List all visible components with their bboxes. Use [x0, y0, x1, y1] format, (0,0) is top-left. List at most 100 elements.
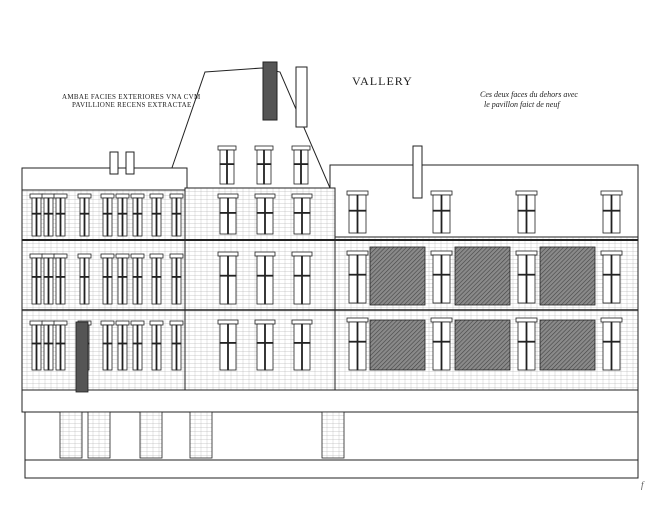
window-mullion: [301, 323, 303, 371]
window-transom: [219, 211, 237, 214]
window-transom: [517, 340, 536, 343]
window-transom: [31, 212, 42, 215]
french-caption-line: Ces deux faces du dehors avec: [480, 90, 578, 99]
latin-caption: Ambae facies exteriores vna cvm pavillio…: [62, 93, 201, 109]
latin-caption-line: Ambae facies exteriores vna cvm: [62, 93, 201, 101]
window-mullion: [83, 197, 86, 237]
window-pediment: [100, 253, 115, 259]
left-wing-roof: [21, 167, 188, 191]
window-mullion: [155, 197, 158, 237]
window-transom: [517, 209, 536, 212]
french-caption-line: le pavillon faict de neuf: [484, 100, 560, 109]
window-mullion: [610, 321, 613, 371]
window-pediment: [346, 190, 369, 196]
window-transom: [151, 212, 162, 215]
window-mullion: [35, 324, 38, 371]
window-pediment: [149, 320, 164, 326]
window-mullion: [356, 194, 359, 234]
stair-buttress: [139, 411, 163, 459]
window-transom: [43, 212, 54, 215]
window-pediment: [217, 145, 237, 151]
window-transom: [293, 163, 309, 166]
window-transom: [132, 342, 143, 345]
window-transom: [517, 273, 536, 276]
window-pediment: [291, 145, 311, 151]
window-mullion: [227, 323, 229, 371]
window-pediment: [254, 145, 274, 151]
window-transom: [55, 275, 66, 278]
window-transom: [256, 211, 274, 214]
window-pediment: [130, 253, 145, 259]
window-mullion: [440, 254, 443, 304]
window-mullion: [136, 257, 139, 305]
window-pediment: [346, 250, 369, 256]
window-transom: [171, 212, 182, 215]
window-transom: [31, 342, 42, 345]
window-mullion: [227, 255, 229, 305]
window-transom: [151, 275, 162, 278]
window-mullion: [59, 197, 62, 237]
window-pediment: [29, 193, 44, 199]
window-mullion: [226, 149, 228, 185]
window-mullion: [106, 324, 109, 371]
window-mullion: [47, 257, 50, 305]
window-transom: [432, 209, 451, 212]
window-mullion: [59, 324, 62, 371]
window-mullion: [356, 321, 359, 371]
window-mullion: [301, 197, 303, 235]
roofs: [21, 61, 639, 238]
latin-caption-line: pavillione recens extractae: [72, 101, 192, 109]
window-pediment: [291, 319, 313, 325]
window-pediment: [29, 253, 44, 259]
window-transom: [102, 212, 113, 215]
page-mark: f: [641, 480, 644, 490]
window-pediment: [149, 193, 164, 199]
window-pediment: [346, 317, 369, 323]
window-mullion: [264, 255, 266, 305]
window-transom: [171, 342, 182, 345]
hatched-panel: [454, 246, 511, 306]
window-pediment: [217, 193, 239, 199]
window-pediment: [515, 190, 538, 196]
window-pediment: [53, 320, 68, 326]
window-pediment: [41, 193, 56, 199]
window-mullion: [106, 197, 109, 237]
window-transom: [43, 342, 54, 345]
window-pediment: [41, 320, 56, 326]
window-pediment: [291, 193, 313, 199]
window-mullion: [300, 149, 302, 185]
window-pediment: [100, 193, 115, 199]
window-mullion: [47, 197, 50, 237]
window-mullion: [83, 257, 86, 305]
stair-buttress: [87, 411, 111, 459]
window-transom: [348, 340, 367, 343]
window-pediment: [169, 193, 184, 199]
window-pediment: [169, 320, 184, 326]
window-mullion: [121, 257, 124, 305]
chimney: [295, 66, 308, 128]
window-mullion: [525, 321, 528, 371]
window-mullion: [35, 197, 38, 237]
window-pediment: [515, 317, 538, 323]
window-transom: [256, 163, 272, 166]
window-transom: [219, 274, 237, 277]
plinth: [21, 389, 639, 413]
window-pediment: [217, 251, 239, 257]
window-pediment: [291, 251, 313, 257]
window-pediment: [53, 253, 68, 259]
window-transom: [602, 209, 621, 212]
window-transom: [43, 275, 54, 278]
window-pediment: [600, 250, 623, 256]
window-pediment: [430, 250, 453, 256]
window-transom: [55, 342, 66, 345]
hatched-panel: [454, 319, 511, 371]
window-mullion: [440, 321, 443, 371]
window-transom: [102, 275, 113, 278]
window-transom: [602, 273, 621, 276]
window-transom: [79, 212, 90, 215]
window-pediment: [254, 251, 276, 257]
window-mullion: [175, 324, 178, 371]
window-mullion: [525, 254, 528, 304]
